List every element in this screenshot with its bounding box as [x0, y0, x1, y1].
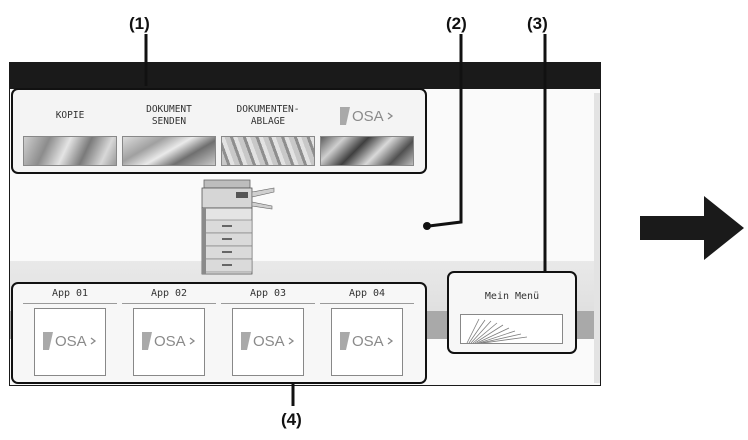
app-label: App 04	[348, 288, 386, 299]
svg-text:OSA: OSA	[352, 108, 384, 125]
osa-logo: OSA	[338, 104, 396, 128]
app-list: App 01 OSA App 02 OSA	[11, 282, 427, 384]
shortcut-label: KOPIE	[55, 110, 85, 121]
my-menu-label: Mein Menü	[484, 291, 540, 302]
svg-text:OSA: OSA	[154, 333, 186, 350]
app-tile[interactable]: App 03 OSA	[219, 288, 317, 380]
top-shortcut-bar: KOPIE DOKUMENT SENDEN DOKUMENTEN- ABLAGE…	[11, 88, 427, 174]
svg-text:OSA: OSA	[352, 333, 384, 350]
svg-text:OSA: OSA	[55, 333, 87, 350]
app-icon: OSA	[133, 308, 205, 376]
arrow-right-icon	[640, 196, 744, 260]
app-tile[interactable]: App 02 OSA	[120, 288, 218, 380]
app-tile[interactable]: App 01 OSA	[21, 288, 119, 380]
screen-edge	[594, 93, 600, 383]
leader-line-2	[428, 34, 463, 228]
osa-logo: OSA	[239, 329, 297, 353]
printer-machine-icon	[196, 178, 276, 278]
my-menu-thumbnail	[460, 314, 563, 344]
divider	[122, 303, 216, 304]
filing-thumbnail	[221, 136, 315, 166]
callout-3: (3)	[527, 14, 548, 33]
osa-thumbnail	[320, 136, 414, 166]
app-label: App 03	[249, 288, 287, 299]
app-label: App 02	[150, 288, 188, 299]
app-tile[interactable]: App 04 OSA	[318, 288, 416, 380]
osa-logo: OSA	[41, 329, 99, 353]
svg-text:OSA: OSA	[253, 333, 285, 350]
my-menu-button[interactable]: Mein Menü	[447, 271, 577, 354]
osa-logo: OSA	[140, 329, 198, 353]
send-thumbnail	[122, 136, 216, 166]
divider	[23, 303, 117, 304]
shortcut-osa[interactable]: OSA	[318, 96, 416, 168]
callout-2: (2)	[446, 14, 467, 33]
shortcut-send-document[interactable]: DOKUMENT SENDEN	[120, 96, 218, 168]
osa-logo: OSA	[338, 329, 396, 353]
shortcut-copy[interactable]: KOPIE	[21, 96, 119, 168]
app-icon: OSA	[232, 308, 304, 376]
app-label: App 01	[51, 288, 89, 299]
shortcut-document-filing[interactable]: DOKUMENTEN- ABLAGE	[219, 96, 317, 168]
leader-dot-2	[423, 222, 431, 230]
app-icon: OSA	[331, 308, 403, 376]
callout-4: (4)	[281, 410, 302, 429]
shortcut-label: DOKUMENT SENDEN	[146, 104, 192, 127]
copy-thumbnail	[23, 136, 117, 166]
app-icon: OSA	[34, 308, 106, 376]
divider	[221, 303, 315, 304]
shortcut-label: DOKUMENTEN- ABLAGE	[236, 104, 300, 127]
screen-top-bar	[10, 63, 600, 89]
callout-1: (1)	[129, 14, 150, 33]
divider	[320, 303, 414, 304]
